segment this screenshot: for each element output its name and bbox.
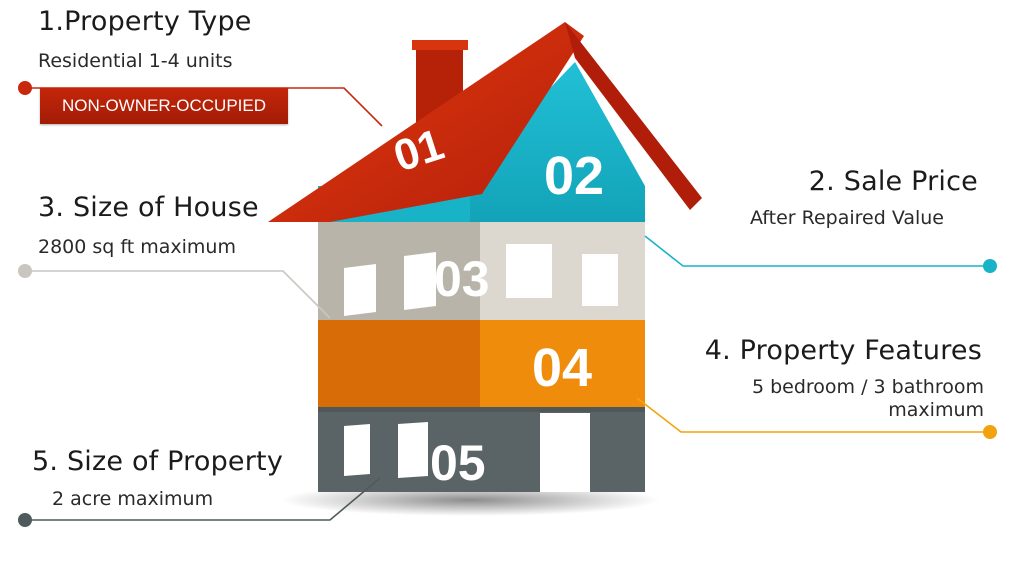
callout-dot-4 — [983, 425, 997, 439]
roof-right-edge — [565, 22, 702, 210]
non-owner-occupied-badge: NON-OWNER-OCCUPIED — [40, 88, 288, 124]
leader-line-4 — [636, 397, 990, 433]
callout-dot-3 — [18, 264, 32, 278]
leader-line-5 — [25, 477, 381, 521]
chimney-cap — [412, 40, 468, 50]
label-03: 03 — [434, 251, 490, 307]
callout-1-title: 1.Property Type — [38, 6, 252, 37]
gable — [470, 62, 645, 222]
windows-floor-05 — [344, 422, 428, 478]
label-02: 02 — [544, 146, 604, 206]
callout-4-subtitle-line1: 5 bedroom / 3 bathroom — [751, 376, 984, 398]
callout-5-title: 5. Size of Property — [32, 446, 284, 477]
callout-4-title: 4. Property Features — [704, 335, 982, 366]
callout-3-title: 3. Size of House — [38, 192, 259, 223]
callout-dot-5 — [18, 513, 32, 527]
leader-line-3 — [25, 270, 331, 319]
front-door — [540, 413, 590, 492]
callout-3-subtitle: 2800 sq ft maximum — [38, 236, 236, 258]
label-04: 04 — [532, 338, 592, 398]
leader-line-2 — [644, 235, 990, 267]
callout-dot-1 — [18, 81, 32, 95]
callout-5-subtitle: 2 acre maximum — [52, 488, 214, 510]
callout-2-title: 2. Sale Price — [808, 166, 978, 197]
callout-dot-2 — [983, 259, 997, 273]
band-04-left-shade — [318, 320, 480, 407]
windows-floor-03 — [344, 244, 618, 316]
callout-2-subtitle: After Repaired Value — [749, 207, 944, 229]
roof — [268, 22, 584, 222]
label-05: 05 — [430, 435, 486, 491]
callout-4-subtitle-line2: maximum — [888, 399, 984, 421]
band-05-top-edge — [318, 407, 645, 412]
callout-1-subtitle: Residential 1-4 units — [38, 50, 233, 72]
